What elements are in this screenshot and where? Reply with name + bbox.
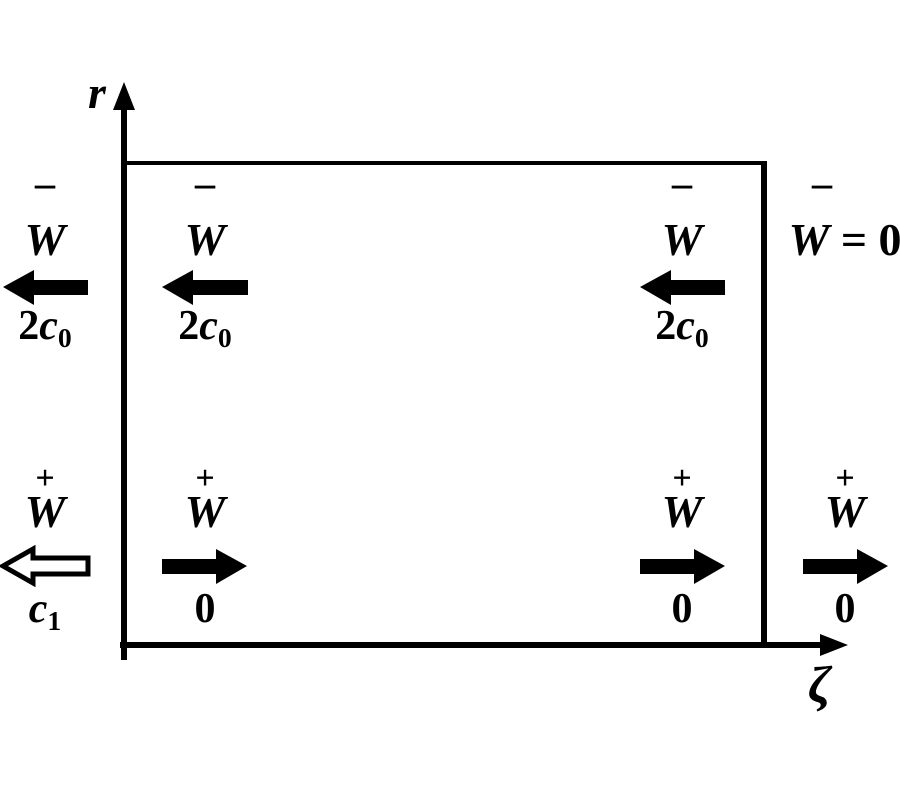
label-group-boundary-condition: ¯ W = 0 xyxy=(770,183,900,265)
symbol-w: W xyxy=(661,214,703,265)
value-subscript: 0 xyxy=(57,321,72,353)
arrow-inner-right-lower xyxy=(640,549,725,584)
accent-overbar: ¯ xyxy=(672,180,692,225)
accent-overbar: ¯ xyxy=(35,180,55,225)
accent-overbar: ¯ xyxy=(812,180,832,225)
value-inner-left-upper: 2c0 xyxy=(130,305,280,351)
symbol-w: W xyxy=(661,486,703,537)
arrow-outer-left-upper xyxy=(3,270,88,305)
value-symbol: c xyxy=(28,586,48,632)
label-group-inner-left-lower: + W xyxy=(130,460,280,537)
arrow-inner-left-lower xyxy=(162,549,247,584)
value-outer-left-lower: c1 xyxy=(0,588,120,634)
value-inner-left-lower: 0 xyxy=(130,588,280,634)
value-prefix: 2 xyxy=(18,303,40,349)
value-prefix: 2 xyxy=(178,303,200,349)
symbol-w: W xyxy=(824,486,866,537)
symbol-w: W xyxy=(24,486,66,537)
value-symbol: c xyxy=(199,303,218,349)
accent-plus: + xyxy=(835,460,855,497)
zeta-axis-label: ζ xyxy=(808,657,831,714)
arrow-outer-left-lower-hollow xyxy=(0,544,91,588)
value-prefix: 0 xyxy=(834,586,856,632)
arrow-inner-left-upper xyxy=(162,270,248,305)
label-group-inner-right-upper: ¯ W xyxy=(607,180,757,265)
value-subscript: 0 xyxy=(694,321,709,353)
symbol-w: W xyxy=(24,214,66,265)
symbol-w: W xyxy=(184,486,226,537)
arrow-outer-right-lower xyxy=(803,549,888,584)
symbol-w: W xyxy=(788,214,830,265)
value-subscript: 0 xyxy=(217,321,232,353)
value-inner-right-upper: 2c0 xyxy=(607,305,757,351)
label-group-outer-right-lower: + W xyxy=(770,460,900,537)
label-group-outer-left-lower: + W xyxy=(0,460,120,537)
r-axis-label: r xyxy=(88,67,106,118)
symbol-w: W xyxy=(184,214,226,265)
value-outer-left-upper: 2c0 xyxy=(0,305,120,351)
value-prefix: 0 xyxy=(671,586,693,632)
value-prefix: 2 xyxy=(655,303,677,349)
label-group-inner-left-upper: ¯ W xyxy=(130,180,280,265)
boundary-equation-text: = 0 xyxy=(829,214,900,265)
value-inner-right-lower: 0 xyxy=(607,588,757,634)
r-axis xyxy=(113,82,135,660)
accent-plus: + xyxy=(195,460,215,497)
value-subscript: 1 xyxy=(47,604,62,636)
accent-plus: + xyxy=(672,460,692,497)
value-symbol: c xyxy=(676,303,695,349)
arrow-inner-right-upper xyxy=(640,270,725,305)
label-group-outer-left-upper: ¯ W xyxy=(0,180,120,265)
value-symbol: c xyxy=(39,303,58,349)
zeta-axis xyxy=(120,634,848,656)
accent-plus: + xyxy=(35,460,55,497)
label-group-inner-right-lower: + W xyxy=(607,460,757,537)
accent-overbar: ¯ xyxy=(195,180,215,225)
value-outer-right-lower: 0 xyxy=(770,588,900,634)
value-prefix: 0 xyxy=(194,586,216,632)
